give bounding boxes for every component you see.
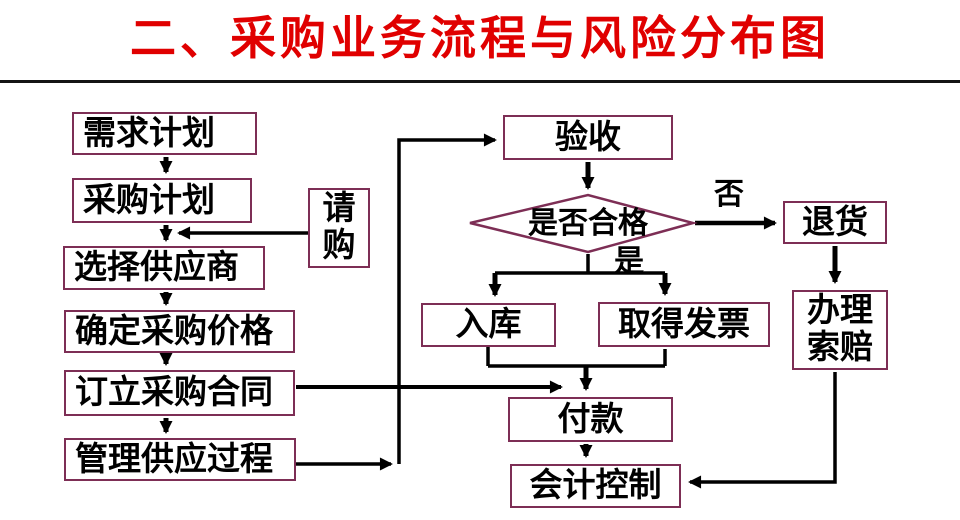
node-acceptance: 验收 xyxy=(503,115,673,160)
edge-label-yes: 是 xyxy=(614,245,644,278)
title-divider xyxy=(0,80,960,83)
node-demand-plan: 需求计划 xyxy=(72,112,257,155)
node-determine-price: 确定采购价格 xyxy=(64,310,295,353)
node-return-goods: 退货 xyxy=(783,201,887,244)
node-handle-claim: 办理 索赔 xyxy=(792,290,888,370)
node-warehouse-in: 入库 xyxy=(421,303,556,347)
node-payment: 付款 xyxy=(508,397,673,442)
node-manage-supply: 管理供应过程 xyxy=(64,438,296,481)
decision-diamond-shape xyxy=(469,193,698,254)
node-sign-contract: 订立采购合同 xyxy=(64,370,295,416)
node-select-supplier: 选择供应商 xyxy=(63,246,265,290)
arrow-claim-to-accounting xyxy=(688,372,837,489)
arrow-riser-to-acceptance xyxy=(397,133,497,464)
node-purchase-plan: 采购计划 xyxy=(72,178,252,223)
node-accounting-control: 会计控制 xyxy=(510,464,681,508)
page-title: 二、采购业务流程与风险分布图 xyxy=(130,13,830,64)
node-obtain-invoice: 取得发票 xyxy=(598,302,770,347)
edge-label-no: 否 xyxy=(714,178,744,211)
node-decision-qualified-label: 是否合格 xyxy=(528,207,648,240)
node-purchase-request: 请 购 xyxy=(308,188,370,268)
